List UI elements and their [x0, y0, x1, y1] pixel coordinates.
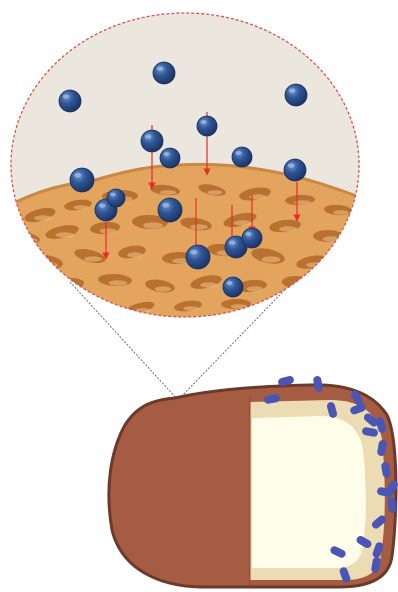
sphere-highlight	[236, 151, 242, 155]
sphere-highlight	[229, 240, 236, 244]
blue-sphere-icon	[197, 116, 217, 136]
pore-highlight	[155, 286, 172, 291]
interior-core	[252, 416, 366, 568]
blue-sphere-icon	[285, 84, 307, 106]
pore-highlight	[323, 236, 340, 241]
sphere-highlight	[145, 134, 152, 138]
pore-highlight	[84, 256, 102, 261]
blue-sphere-icon	[59, 90, 81, 112]
sphere-highlight	[74, 173, 81, 178]
blue-sphere-icon	[158, 198, 182, 222]
blue-sphere-icon	[186, 245, 210, 269]
pore-highlight	[262, 256, 281, 262]
pore-highlight	[333, 210, 348, 215]
blue-sphere-icon	[153, 62, 175, 84]
blue-sphere-icon	[141, 130, 163, 152]
sphere-highlight	[63, 94, 70, 98]
pore-highlight	[160, 190, 177, 195]
pore-highlight	[38, 262, 58, 268]
blue-sphere-icon	[223, 277, 243, 297]
pore-highlight	[183, 306, 198, 311]
pore-highlight	[34, 215, 52, 220]
sphere-highlight	[162, 203, 169, 208]
magnified-view	[10, 13, 362, 330]
pore-highlight	[200, 282, 218, 287]
pore-highlight	[306, 262, 324, 267]
pore-highlight	[234, 220, 253, 225]
blue-sphere-icon	[160, 148, 180, 168]
sphere-highlight	[164, 152, 170, 156]
sphere-highlight	[99, 203, 106, 207]
sphere-highlight	[227, 281, 233, 285]
blue-sphere-icon	[70, 168, 94, 192]
pore-highlight	[247, 286, 264, 291]
pore-highlight	[143, 222, 163, 228]
pore-highlight	[127, 252, 142, 257]
pore-highlight	[73, 205, 88, 210]
blue-sphere-icon	[107, 189, 125, 207]
pore-highlight	[100, 228, 117, 233]
sphere-highlight	[201, 120, 207, 124]
sphere-highlight	[110, 193, 115, 197]
pore-highlight	[207, 190, 222, 195]
sphere-highlight	[288, 163, 295, 167]
porous-surface	[10, 164, 362, 330]
blue-sphere-icon	[284, 159, 306, 181]
pore-highlight	[190, 224, 208, 229]
shell-cross-section	[109, 375, 398, 587]
pore-highlight	[56, 232, 75, 237]
pore-highlight	[279, 226, 297, 231]
blue-sphere-icon	[232, 147, 252, 167]
blue-sphere-icon	[242, 228, 262, 248]
pore-highlight	[135, 308, 152, 313]
sphere-highlight	[289, 88, 296, 92]
sphere-highlight	[246, 232, 252, 236]
sphere-highlight	[190, 250, 197, 255]
sphere-highlight	[157, 66, 164, 70]
pore-highlight	[109, 280, 128, 285]
